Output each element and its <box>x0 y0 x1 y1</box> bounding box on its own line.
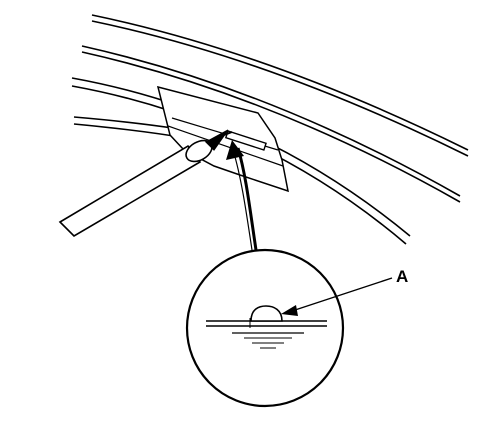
edge-line-2a <box>81 45 461 197</box>
tool-body <box>58 144 202 238</box>
callout-a-arrowhead <box>281 305 298 316</box>
sealant-bead <box>250 305 283 322</box>
leader-curve <box>236 147 258 251</box>
patch-inner-edge-2 <box>167 125 284 167</box>
callout-a-label: A <box>396 267 408 286</box>
leader-arrowhead <box>226 140 244 160</box>
repair-patch <box>156 85 289 193</box>
detail-leader-arrow <box>226 140 258 251</box>
edge-line-1a <box>91 14 469 151</box>
tool-nozzle-tip <box>215 131 233 139</box>
applicator-tool <box>58 129 233 238</box>
leader-curve-inner <box>232 149 253 251</box>
edge-line-1b <box>91 20 469 157</box>
detail-magnifier <box>185 248 345 408</box>
detail-circle <box>185 248 345 408</box>
edge-line-2b <box>81 51 461 203</box>
callout-a-leader <box>291 277 393 312</box>
callout-a: A <box>281 267 408 316</box>
